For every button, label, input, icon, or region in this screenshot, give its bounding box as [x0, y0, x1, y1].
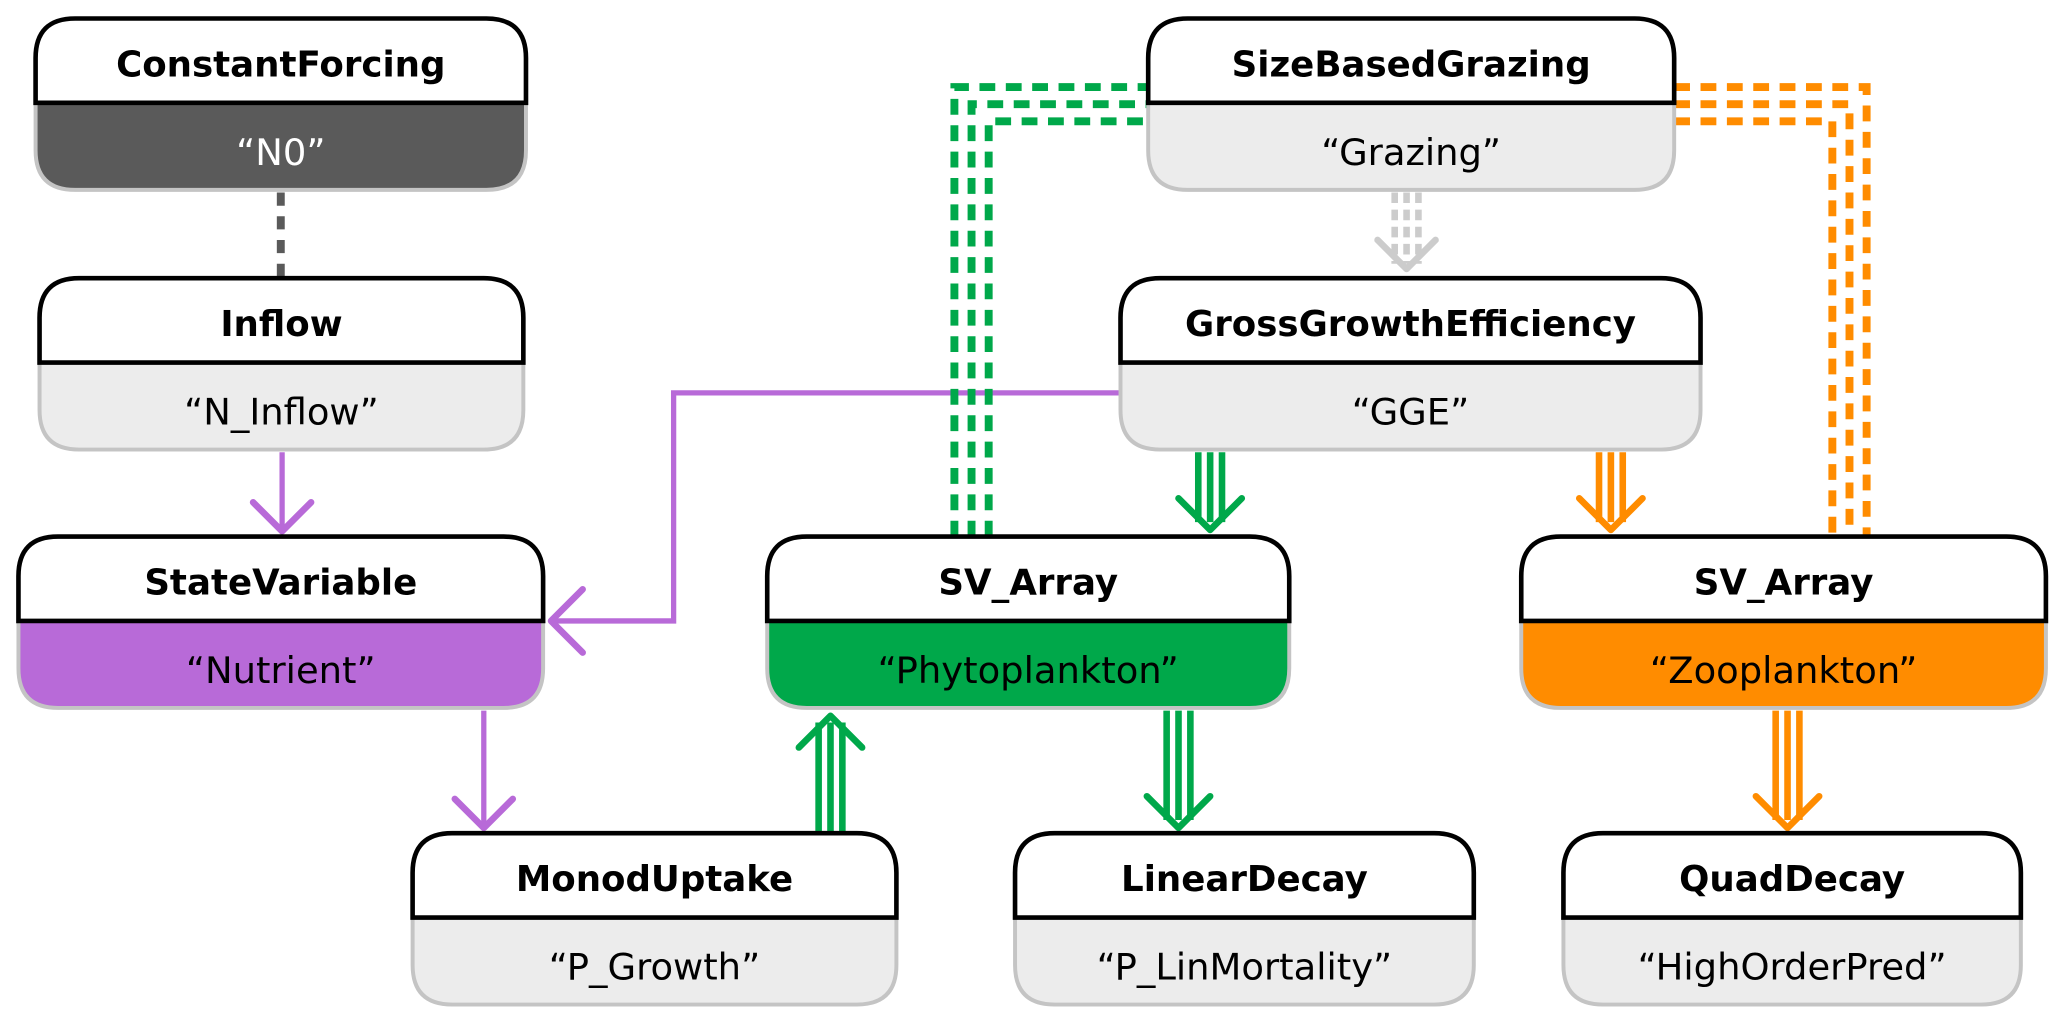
node-instance-name: “Nutrient” [186, 649, 376, 692]
node-linear-decay[interactable]: LinearDecay “P_LinMortality” [1012, 830, 1477, 1007]
edge-line [950, 83, 1149, 537]
arrowhead-icon [795, 712, 866, 751]
node-instance-name: “Zooplankton” [1650, 649, 1918, 692]
edge-line [1674, 117, 1837, 537]
arrowhead-icon [1175, 495, 1246, 534]
node-monod-uptake[interactable]: MonodUptake “P_Growth” [410, 830, 899, 1007]
arrowhead-icon [1374, 236, 1439, 273]
node-size-based-grazing[interactable]: SizeBasedGrazing “Grazing” [1145, 16, 1677, 192]
node-body [33, 100, 528, 192]
node-type-label: ConstantForcing [116, 45, 445, 86]
node-body [410, 915, 899, 1007]
node-body [16, 618, 546, 710]
edge-line [967, 100, 1149, 537]
node-type-label: LinearDecay [1121, 859, 1368, 900]
arrowhead-icon [1752, 792, 1823, 832]
node-body [1013, 915, 1476, 1007]
node-instance-name: “GGE” [1352, 391, 1469, 434]
edge-inflow-to-state-variable [249, 452, 315, 535]
arrowhead-icon [451, 795, 517, 832]
node-type-label: QuadDecay [1679, 859, 1905, 900]
arrowhead-icon [1575, 495, 1646, 534]
node-state-variable[interactable]: StateVariable “Nutrient” [16, 534, 546, 710]
node-header [1561, 830, 2024, 920]
node-header [1518, 534, 2049, 624]
node-quad-decay[interactable]: QuadDecay “HighOrderPred” [1561, 830, 2024, 1007]
arrowhead-icon [249, 498, 315, 535]
node-body [1519, 618, 2048, 710]
node-type-label: SV_Array [1694, 563, 1874, 604]
node-body [1561, 915, 2023, 1007]
node-header [1012, 830, 1477, 920]
node-header [37, 275, 526, 365]
node-instance-name: “Phytoplankton” [878, 649, 1179, 692]
edge-state-variable-to-monod-uptake [451, 710, 517, 832]
node-body [765, 618, 1292, 710]
edge-size-based-grazing-to-gross-growth-efficiency [1374, 192, 1439, 273]
node-header [1145, 16, 1677, 106]
edge-line [1674, 83, 1871, 537]
node-header [16, 534, 546, 624]
edge-sv-array-phyto-to-size-based-grazing [950, 83, 1149, 537]
node-gross-growth-efficiency[interactable]: GrossGrowthEfficiency “GGE” [1118, 275, 1703, 452]
node-inflow[interactable]: Inflow “N_Inflow” [37, 275, 526, 452]
node-header [33, 16, 529, 106]
edge-sv-array-zoo-to-quad-decay [1752, 710, 1823, 832]
node-type-label: Inflow [220, 304, 342, 345]
node-header [764, 534, 1292, 624]
node-sv-array-phyto[interactable]: SV_Array “Phytoplankton” [764, 534, 1292, 710]
node-body [37, 360, 526, 452]
node-instance-name: “N_Inflow” [184, 391, 379, 434]
node-type-label: GrossGrowthEfficiency [1185, 304, 1636, 345]
edge-line [1674, 100, 1854, 537]
node-type-label: StateVariable [144, 563, 417, 604]
node-instance-name: “P_LinMortality” [1097, 945, 1393, 988]
edge-gross-growth-efficiency-to-state-variable [547, 390, 1121, 656]
edge-gross-growth-efficiency-to-sv-array-phyto [1175, 452, 1246, 534]
edges-layer [249, 83, 1871, 834]
edge-sv-array-zoo-to-size-based-grazing [1674, 83, 1871, 537]
edge-line [551, 390, 1121, 624]
node-header [1118, 275, 1703, 365]
node-instance-name: “N0” [236, 131, 325, 174]
node-type-label: SV_Array [938, 563, 1118, 604]
node-sv-array-zoo[interactable]: SV_Array “Zooplankton” [1518, 534, 2049, 710]
node-body [1118, 360, 1703, 452]
node-type-label: MonodUptake [516, 859, 793, 900]
node-body [1146, 100, 1677, 192]
edge-line [984, 117, 1149, 537]
edge-monod-uptake-to-sv-array-phyto [795, 712, 866, 834]
node-instance-name: “HighOrderPred” [1638, 945, 1947, 988]
node-header [410, 830, 899, 920]
node-instance-name: “P_Growth” [549, 945, 760, 988]
arrowhead-icon [1143, 792, 1214, 832]
arrowhead-icon [547, 586, 586, 656]
edge-gross-growth-efficiency-to-sv-array-zoo [1575, 452, 1646, 534]
nodes-layer: ConstantForcing “N0” Inflow “N_Inflow” State… [16, 16, 2049, 1007]
node-instance-name: “Grazing” [1321, 131, 1501, 174]
node-type-label: SizeBasedGrazing [1232, 45, 1591, 86]
edge-sv-array-phyto-to-linear-decay [1143, 710, 1214, 832]
node-constant-forcing[interactable]: ConstantForcing “N0” [33, 16, 529, 192]
